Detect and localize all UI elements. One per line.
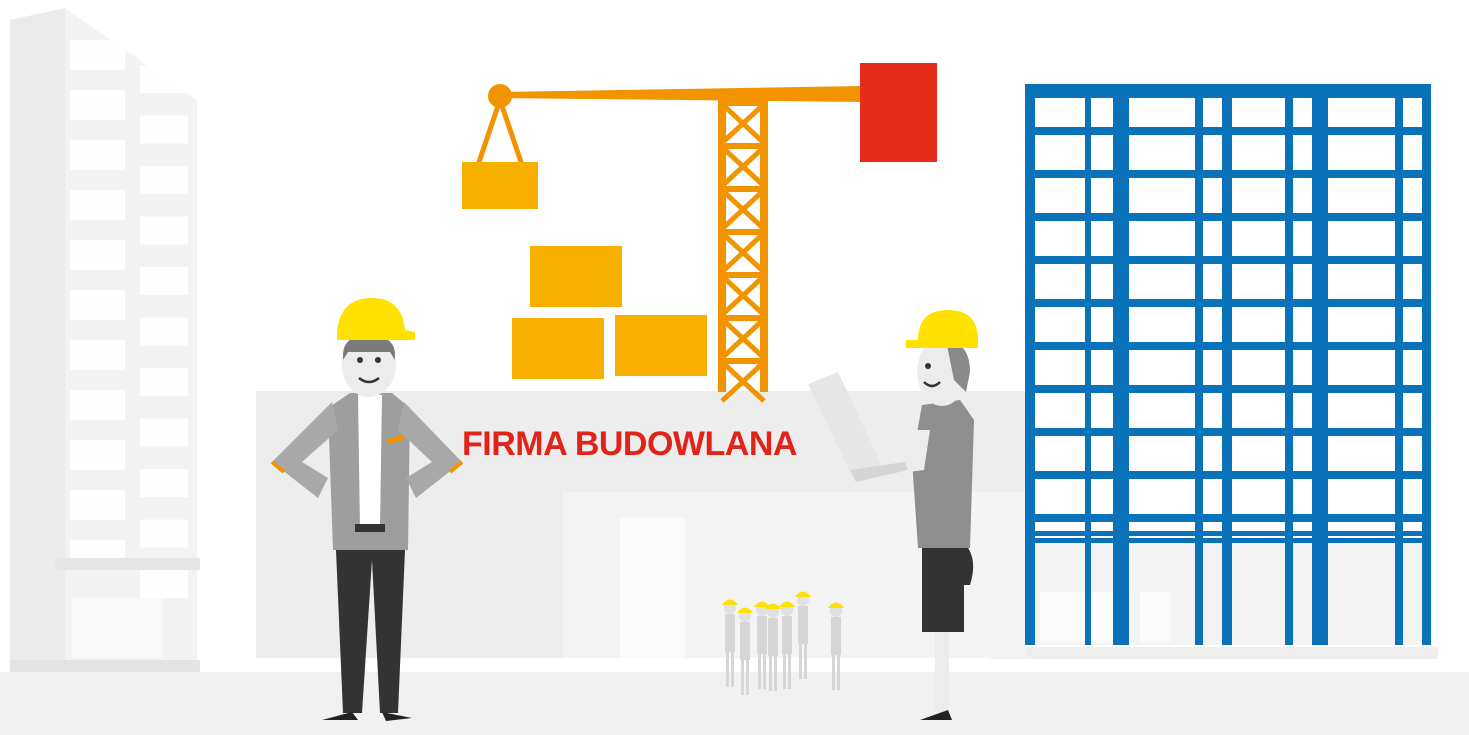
frame-column (1422, 84, 1431, 645)
hard-hat-icon (779, 601, 795, 607)
hard-hat-icon (722, 599, 738, 605)
frame-floor (1025, 299, 1431, 307)
frame-floor (1025, 531, 1431, 536)
small-worker (754, 601, 770, 689)
frame-floor (1025, 538, 1431, 543)
frame-floor (1025, 342, 1431, 350)
window (140, 368, 188, 396)
company-sign: FIRMA BUDOWLANA (462, 425, 797, 463)
cargo-box-icon (462, 162, 538, 209)
hard-hat-icon (795, 591, 811, 597)
small-worker (737, 607, 753, 695)
window (140, 519, 188, 548)
window (70, 290, 125, 320)
worker-figure (808, 310, 978, 720)
ground (0, 672, 1469, 735)
window (140, 216, 188, 245)
crane-cabin (860, 63, 937, 162)
window (70, 90, 125, 120)
window (140, 267, 188, 295)
building-windows (70, 40, 188, 598)
frame-floor (1025, 256, 1431, 264)
hard-hat-icon (337, 298, 415, 340)
frame-column (1285, 84, 1293, 645)
frame-column (1113, 84, 1129, 645)
frame-floor (1025, 84, 1431, 98)
frame-building (1025, 84, 1431, 645)
window (70, 140, 125, 170)
frame-column (1085, 84, 1091, 645)
frame-floor (1025, 170, 1431, 178)
cargo-box-icon (530, 246, 622, 307)
window (140, 65, 188, 93)
hard-hat-icon (765, 603, 781, 609)
small-worker (722, 599, 738, 687)
sidewalk-strip (990, 647, 1438, 659)
frame-floor (1025, 428, 1431, 436)
boss-figure (270, 298, 464, 721)
frame-column (1395, 84, 1403, 645)
window (70, 40, 125, 70)
frame-column (1222, 84, 1232, 645)
window (70, 240, 125, 270)
window (70, 190, 125, 220)
window (140, 115, 188, 144)
window (70, 390, 125, 420)
crowd-of-workers (722, 591, 844, 695)
small-worker (765, 603, 781, 691)
frame-column (1195, 84, 1203, 645)
hard-hat-icon (828, 602, 844, 608)
small-worker (779, 601, 795, 689)
laptop-icon (808, 372, 908, 482)
window (140, 166, 188, 194)
window (140, 317, 188, 346)
hard-hat-icon (906, 310, 978, 348)
frame-floor (1025, 514, 1431, 522)
window (140, 418, 188, 447)
frame-floor (1025, 385, 1431, 393)
window (70, 340, 125, 370)
frame-building-grid (1025, 84, 1431, 645)
cargo-box-icon (615, 315, 707, 376)
hard-hat-icon (754, 601, 770, 607)
frame-floor (1025, 127, 1431, 135)
hard-hat-icon (737, 607, 753, 613)
window (70, 440, 125, 470)
tower-crane-icon (475, 63, 937, 403)
background-building-left (10, 8, 200, 672)
cargo-box-icon (512, 318, 604, 379)
crane-mast-lattice (718, 100, 768, 403)
window (140, 570, 188, 598)
frame-column (1025, 84, 1035, 645)
window (70, 490, 125, 520)
small-worker (795, 591, 811, 679)
window (140, 469, 188, 497)
frame-floor (1025, 471, 1431, 479)
frame-column (1312, 84, 1328, 645)
frame-floor (1025, 213, 1431, 221)
small-worker (828, 602, 844, 690)
